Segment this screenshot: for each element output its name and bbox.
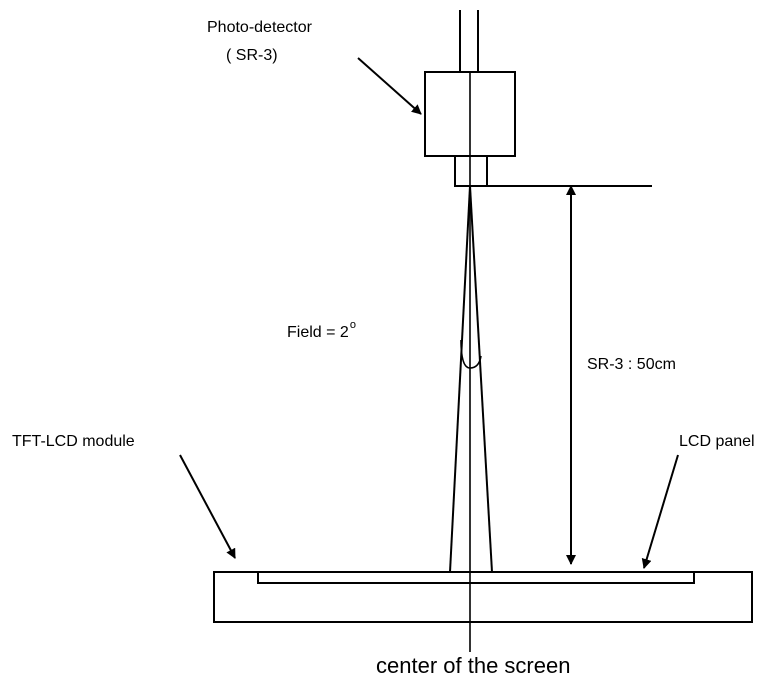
field-angle-arc	[460, 339, 482, 369]
field-cone	[449, 185, 493, 573]
photo-detector-model-label: ( SR-3)	[226, 47, 278, 64]
distance-label: SR-3 : 50cm	[587, 356, 676, 373]
lcd-panel	[257, 571, 695, 584]
photo-detector-pointer-arrow	[357, 57, 422, 115]
field-angle-value: Field = 2	[287, 324, 349, 341]
lcd-panel-label: LCD panel	[679, 433, 755, 450]
photo-detector-label: Photo-detector	[207, 19, 313, 36]
field-angle-label: Field = 2o	[287, 319, 356, 341]
tft-lcd-module-pointer-arrow	[179, 454, 236, 559]
detector-lens	[454, 155, 488, 187]
tft-lcd-module	[213, 571, 753, 623]
lcd-panel-pointer-arrow	[641, 454, 679, 569]
screen-center-label: center of the screen	[376, 653, 570, 678]
tft-lcd-module-label: TFT-LCD module	[12, 433, 135, 450]
detector-mount-rod	[459, 10, 479, 72]
field-angle-degree: o	[350, 319, 356, 331]
